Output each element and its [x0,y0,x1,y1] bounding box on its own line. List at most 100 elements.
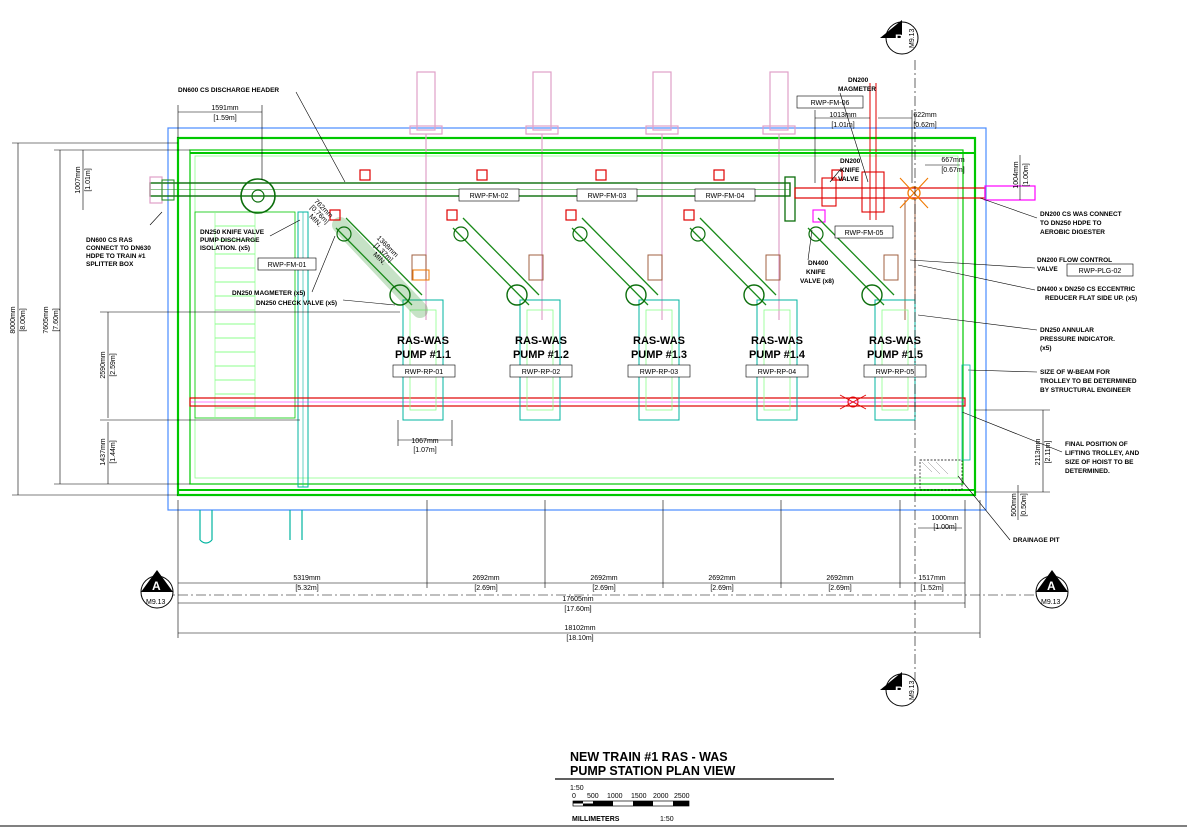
trolley-marker [961,364,971,461]
fm-02-tag: RWP-FM-02 [470,193,509,200]
scale-bar: 0 500 1000 1500 2000 2500 MILLIMETERS 1:… [572,793,690,823]
pump-4-tag: RWP-RP-04 [758,369,796,376]
label-wbeam-1: SIZE OF W-BEAM FOR [1040,369,1110,376]
pump-2-tag: RWP-RP-02 [522,369,560,376]
label-was-connect-3: AEROBIC DIGESTER [1040,229,1105,236]
label-knife-400-2: KNIFE [806,269,826,276]
label-wbeam-2: TROLLEY TO BE DETERMINED [1040,378,1137,385]
section-marker-a-right: A M9.13 [1035,570,1069,609]
section-marker-b-bottom: B M9.13 [880,672,919,707]
dim-18102: 18102mm [564,625,595,632]
label-knife-400-1: DN400 [808,260,829,267]
label-knife-400-3: VALVE (x8) [800,278,834,285]
dim-2692-a-m: [2.69m] [474,585,497,592]
dim-1000: 1000mm [931,515,958,522]
dim-1517-m: [1.52m] [920,585,943,592]
dim-2590-m: [2.59m] [110,353,117,376]
dim-667-m: [0.67m] [941,167,964,174]
dim-1591: 1591mm [211,105,238,112]
scale-unit: MILLIMETERS [572,816,620,823]
dim-1013-m: [1.01m] [831,122,854,129]
label-pressure-1: DN250 ANNULAR [1040,327,1094,334]
pump-3-name: RAS-WAS [633,335,685,347]
fm-01-tag: RWP-FM-01 [268,262,307,269]
label-knife-200-3: VALVE [838,176,859,183]
was-line [794,83,1036,320]
marker-a-right-letter: A [1047,579,1056,593]
label-trolley-2: LIFTING TROLLEY, AND [1065,450,1139,457]
dim-667: 667mm [941,157,965,164]
pump-assemblies [329,169,916,421]
dim-1013: 1013mm [829,112,856,119]
dim-18102-m: [18.10m] [566,635,593,642]
dim-2692-b: 2692mm [590,575,617,582]
label-ras-connect-2: CONNECT TO DN630 [86,245,151,252]
label-reducer-2: REDUCER FLAT SIDE UP. (x5) [1045,295,1137,302]
label-pressure-3: (x5) [1040,345,1052,352]
pump-4-name: RAS-WAS [751,335,803,347]
label-discharge-header: DN600 CS DISCHARGE HEADER [178,87,279,94]
label-check-valve: DN250 CHECK VALVE (x5) [256,300,337,307]
dim-8000-m: [8.00m] [20,308,27,331]
label-trolley-1: FINAL POSITION OF [1065,441,1128,448]
marker-a-left-letter: A [152,579,161,593]
dim-500: 500mm [1011,493,1018,517]
drainage-pit [919,459,963,491]
label-pressure-2: PRESSURE INDICATOR. [1040,336,1115,343]
pump-assembly-2 [446,169,561,421]
building-inner-light [194,155,959,479]
dim-1437-m: [1.44m] [110,440,117,463]
label-wbeam-3: BY STRUCTURAL ENGINEER [1040,387,1131,394]
title-line-1: NEW TRAIN #1 RAS - WAS [570,750,728,764]
dim-1000-m: [1.00m] [933,524,956,531]
building-outer-outline [167,127,987,511]
scale-tick-5: 2500 [674,793,690,800]
building-wall-inner [189,149,964,485]
scale-ratio: 1:50 [660,816,674,823]
pink-risers [409,71,796,320]
dim-622-m: [0.62m] [913,122,936,129]
dim-1004: 1004mm [1013,161,1020,188]
building-wall-outer [176,136,977,497]
dim-7605: 7605mm [43,306,50,333]
marker-b-bottom-letter: B [895,684,904,698]
dim-2113-m: [2.11m] [1045,441,1052,464]
label-magmeter-200-2: MAGMETER [838,86,876,93]
marker-a-left-ref: M9.13 [146,599,166,606]
pump-1-name: RAS-WAS [397,335,449,347]
pump-assembly-5 [807,169,916,421]
pump-assembly-1 [329,169,444,421]
label-reducer-1: DN400 x DN250 CS ECCENTRIC [1037,286,1136,293]
scale-tick-0: 0 [572,793,576,800]
flow-meter-tags: RWP-FM-01 RWP-FM-02 RWP-FM-03 RWP-FM-04 … [257,95,1134,277]
title-line-2: PUMP STATION PLAN VIEW [570,764,735,778]
section-marker-b-top: B M9.13 [880,20,919,55]
dim-1007: 1007mm [75,166,82,193]
pump-3-number: PUMP #1.3 [631,349,687,361]
title-block: NEW TRAIN #1 RAS - WAS PUMP STATION PLAN… [555,750,834,823]
pump-2-name: RAS-WAS [515,335,567,347]
label-trolley-4: DETERMINED. [1065,468,1110,475]
dim-5319: 5319mm [293,575,320,582]
fm-06-tag: RWP-FM-06 [811,100,850,107]
dim-500-m: [0.50m] [1021,493,1028,516]
label-drainage-pit: DRAINAGE PIT [1013,537,1060,544]
label-was-connect-2: TO DN250 HDPE TO [1040,220,1102,227]
pump-5-tag: RWP-RP-05 [876,369,914,376]
dim-17605-m: [17.60m] [564,606,591,613]
label-knife-iso-3: ISOLATION. (x5) [200,245,250,252]
label-knife-200-2: KNIFE [840,167,860,174]
stair [194,211,309,488]
pump-5-name: RAS-WAS [869,335,921,347]
leader-lines [149,91,1063,541]
pump-labels: RAS-WAS PUMP #1.1 RWP-RP-01 RAS-WAS PUMP… [392,335,927,378]
dim-2692-d: 2692mm [826,575,853,582]
label-ras-connect-3: HDPE TO TRAIN #1 [86,253,146,260]
scale-tick-4: 2000 [653,793,669,800]
pump-5-number: PUMP #1.5 [867,349,923,361]
scale-tick-3: 1500 [631,793,647,800]
dim-2113: 2113mm [1035,438,1042,465]
dimension-lines [12,60,1050,680]
dim-2692-b-m: [2.69m] [592,585,615,592]
